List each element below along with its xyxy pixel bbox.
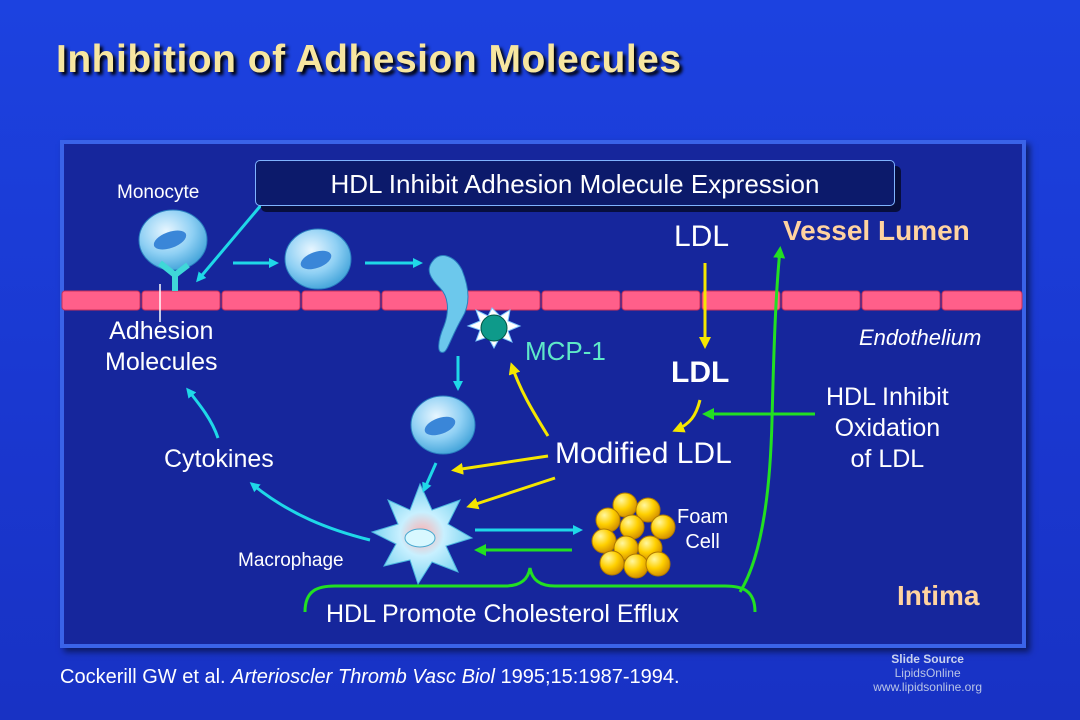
ldl-lumen-label: LDL [674,220,730,253]
intima-monocyte-cell [410,395,476,455]
hdl-ox-line1: HDL Inhibit [826,383,949,411]
intima-label: Intima [897,580,980,611]
foam-label-line2: Cell [685,531,720,553]
cholesterol-efflux-label: HDL Promote Cholesterol Efflux [326,600,679,628]
source-line2: LipidsOnline [894,666,961,680]
hdl-oxidation-label: HDL Inhibit Oxidation of LDL [826,382,949,475]
endothelium-layer [61,290,1023,311]
macrophage-label: Macrophage [238,550,344,571]
migrating-monocyte-cell [428,255,469,353]
yellow-arrows [451,263,711,510]
slide-title: Inhibition of Adhesion Molecules [56,38,682,81]
cytokines-label: Cytokines [164,445,274,473]
hdl-ox-line2: Oxidation [834,414,941,442]
source-line1: Slide Source [891,652,964,666]
adhesion-molecules-label: Adhesion Molecules [105,316,218,378]
mcp1-icon [466,307,522,350]
monocyte-cell [138,209,208,271]
foam-label-line1: Foam [677,506,729,528]
rolling-monocyte-cell [284,228,352,290]
modified-ldl-label: Modified LDL [555,437,732,470]
citation-ref: 1995;15:1987-1994. [500,666,680,688]
vessel-lumen-label: Vessel Lumen [783,215,970,246]
adhesion-label-line2: Molecules [105,348,218,376]
adhesion-label-line1: Adhesion [109,317,214,345]
foam-cell-label: Foam Cell [677,505,728,555]
hdl-adhesion-banner: HDL Inhibit Adhesion Molecule Expression [255,160,895,206]
hdl-ox-line3: of LDL [850,445,925,473]
citation: Cockerill GW et al. Arterioscler Thromb … [60,666,680,689]
mcp1-label: MCP-1 [525,336,606,366]
endothelium-label: Endothelium [859,325,982,350]
ldl-intima-label: LDL [671,356,730,389]
diagram-panel [60,140,1026,648]
green-arrows [303,246,815,613]
adhesion-receptor-icon [158,260,190,322]
citation-authors: Cockerill GW et al. [60,666,226,688]
macrophage-cell [370,482,474,586]
monocyte-label: Monocyte [117,182,200,203]
foam-cell [591,492,676,579]
slide-source: Slide Source LipidsOnline www.lipidsonli… [873,652,982,694]
citation-journal: Arterioscler Thromb Vasc Biol [231,666,495,688]
cyan-arrows [186,203,583,542]
source-line3: www.lipidsonline.org [873,680,982,694]
